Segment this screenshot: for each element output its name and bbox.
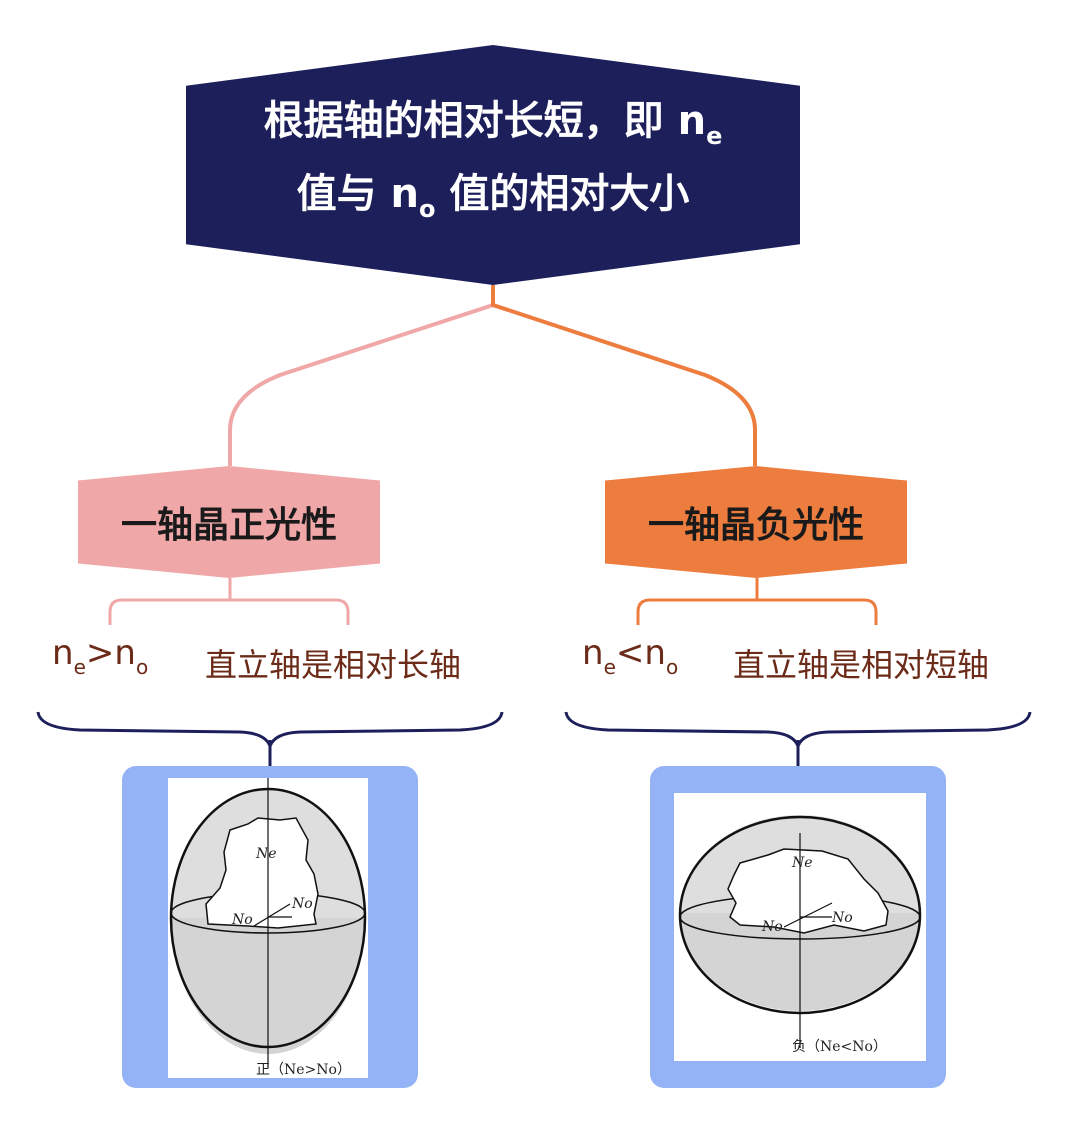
label-no-a-positive: No (231, 912, 253, 928)
branch-positive: 一轴晶正光性 (78, 466, 380, 578)
figure-paper-positive: Ne No No 正（Ne>No） (168, 778, 368, 1078)
relation-negative: ne<no (582, 633, 679, 679)
branch-positive-label: 一轴晶正光性 (120, 505, 337, 546)
label-no-a-negative: No (761, 919, 783, 935)
axis-text-positive: 直立轴是相对长轴 (205, 646, 462, 684)
root-line-1: 根据轴的相对长短，即 ne (263, 98, 723, 150)
caption-negative: 负（Ne<No） (792, 1039, 887, 1055)
figure-panel-positive: Ne No No 正（Ne>No） (122, 766, 418, 1088)
caption-positive: 正（Ne>No） (256, 1062, 351, 1078)
branch-negative-label: 一轴晶负光性 (647, 505, 864, 546)
relation-positive: ne>no (52, 633, 149, 679)
root-line-2: 值与 no 值的相对大小 (296, 171, 690, 223)
indicatrix-positive: Ne No No 正（Ne>No） (169, 778, 367, 1078)
bracket-negative (636, 578, 878, 625)
label-ne-negative: Ne (791, 855, 813, 871)
label-no-b-positive: No (291, 896, 313, 912)
bracket-positive (108, 578, 350, 625)
connector-to-positive (228, 285, 495, 466)
root-node: 根据轴的相对长短，即 ne 值与 no 值的相对大小 (186, 45, 800, 285)
figure-panel-negative: Ne No No 负（Ne<No） (650, 766, 946, 1088)
label-no-b-negative: No (831, 910, 853, 926)
connector-to-negative (491, 285, 757, 466)
indicatrix-negative: Ne No No 负（Ne<No） (678, 815, 922, 1055)
branch-negative: 一轴晶负光性 (605, 466, 907, 578)
figure-paper-negative: Ne No No 负（Ne<No） (674, 793, 926, 1061)
label-ne-positive: Ne (255, 846, 277, 862)
axis-text-negative: 直立轴是相对短轴 (733, 646, 990, 684)
